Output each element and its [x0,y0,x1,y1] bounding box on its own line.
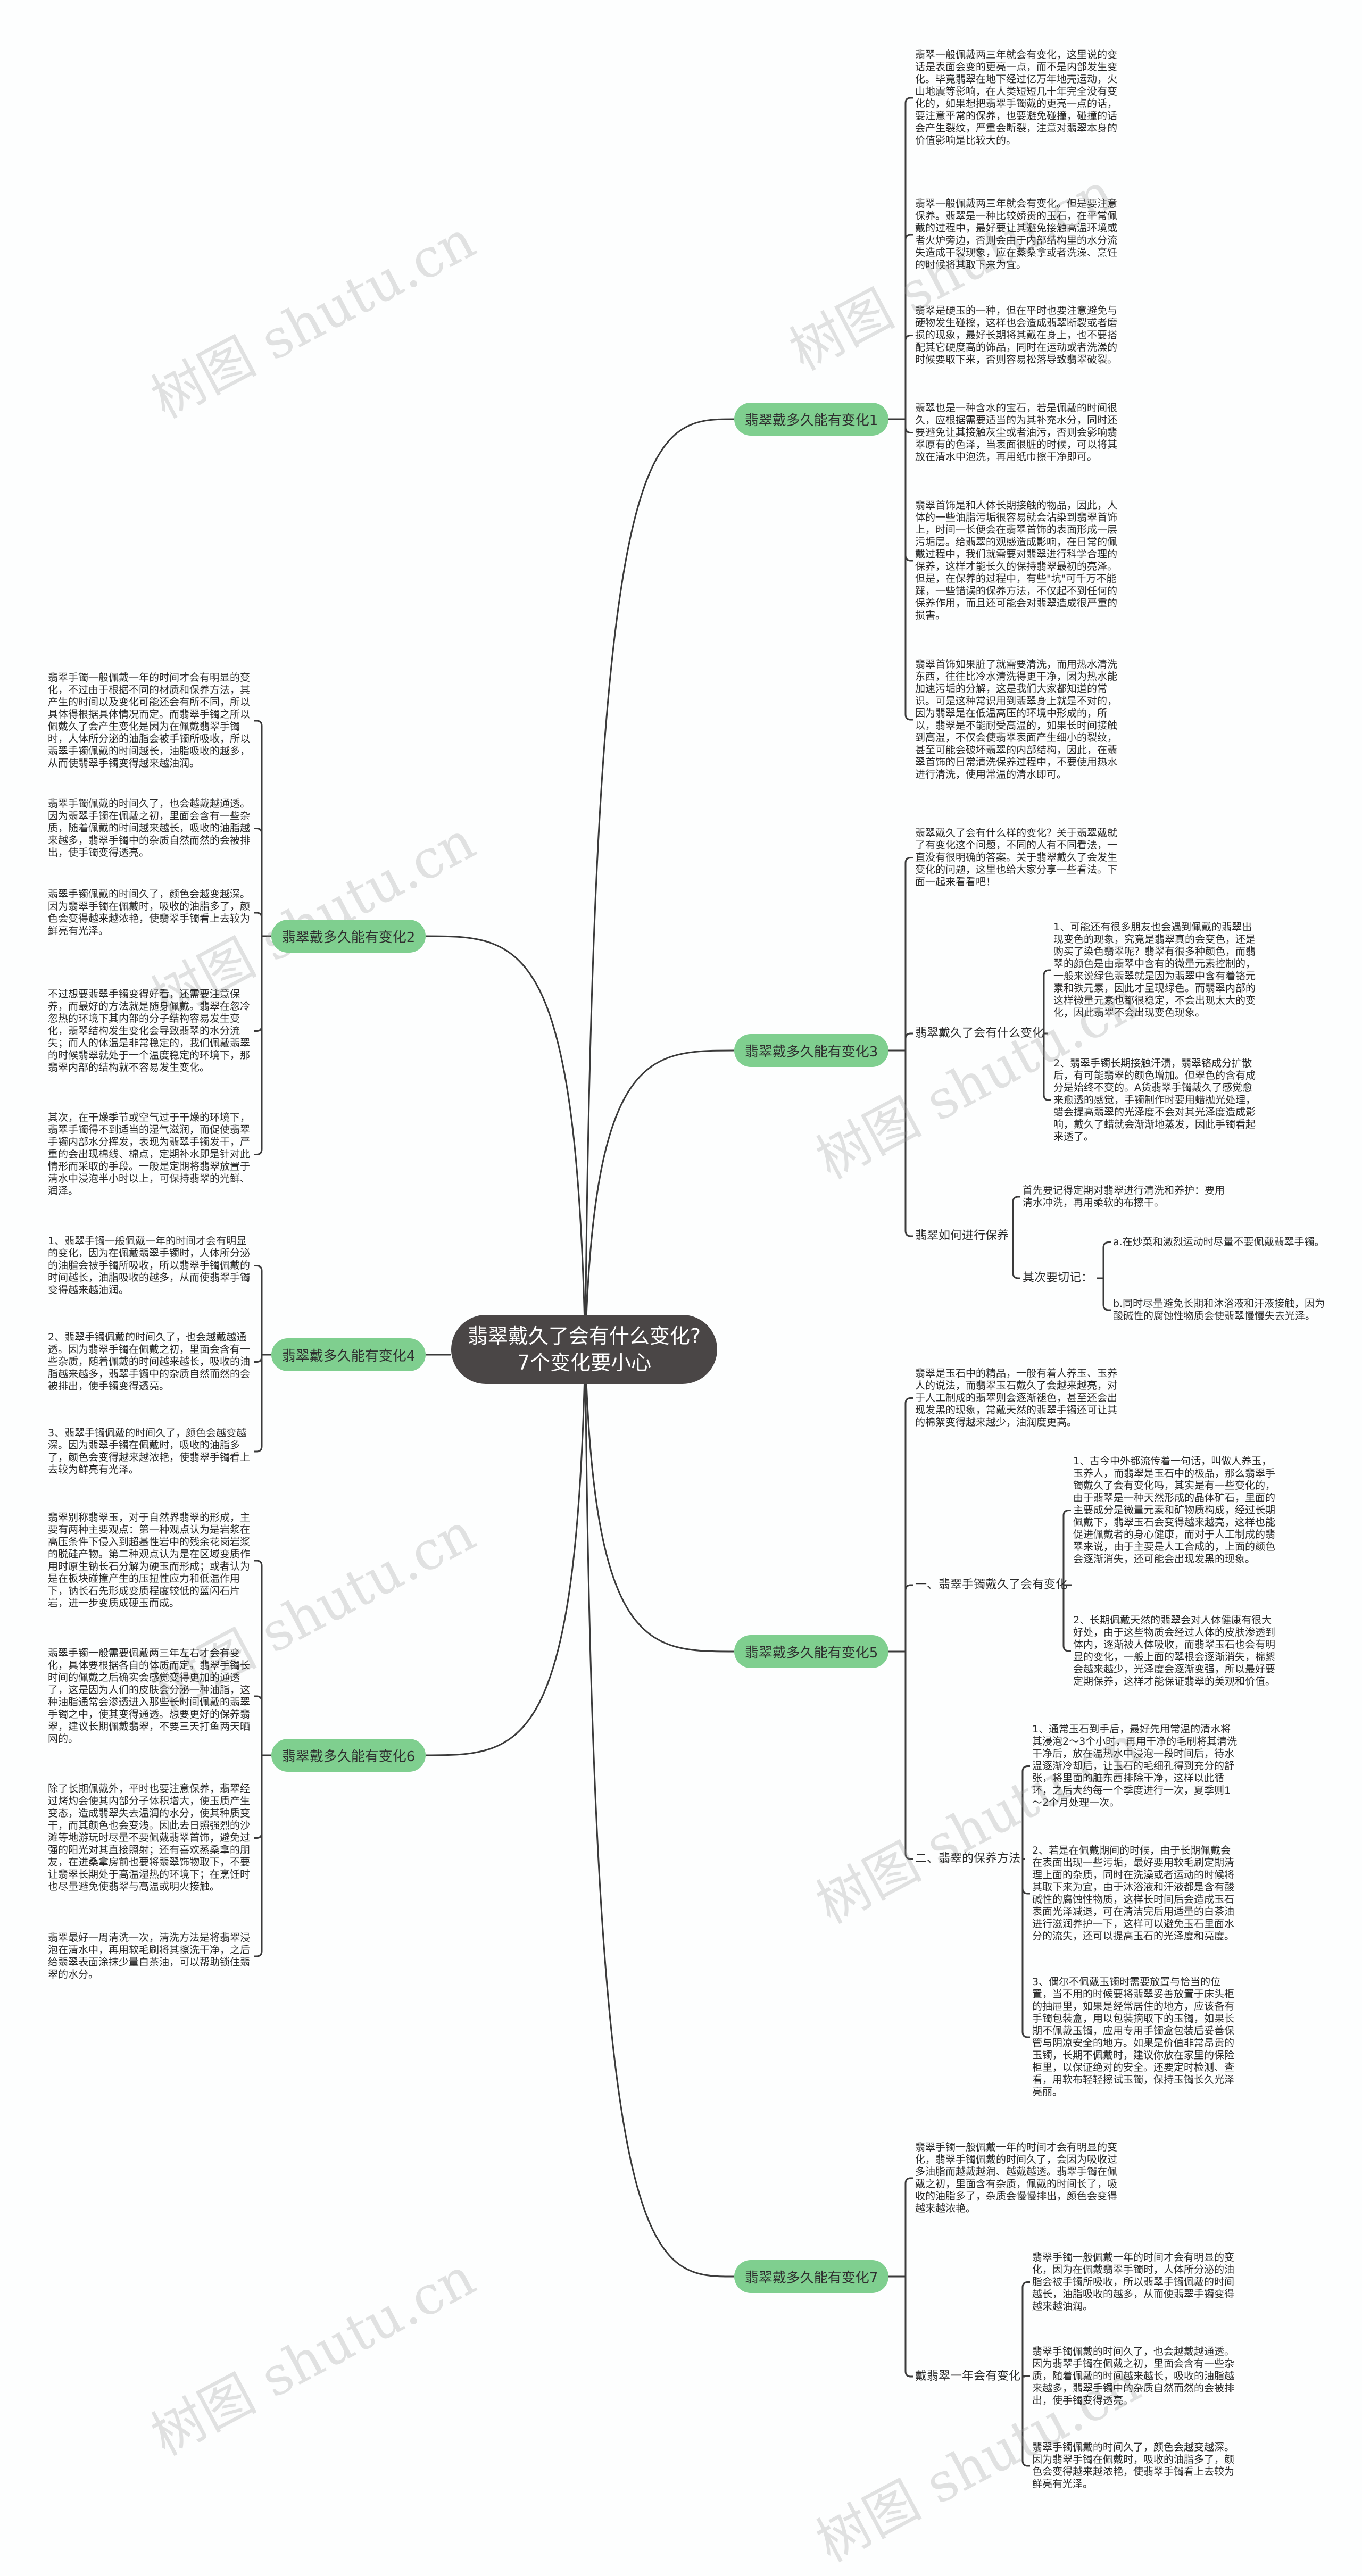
bracket-tick [254,1355,263,1453]
bracket-tick [1102,1241,1111,1278]
bracket-tick [1021,1859,1030,2038]
bracket-tick [1021,2377,1030,2467]
topic-text[interactable]: 翡翠戴久了会有什么样的变化？关于翡翠戴就了有变化这个问题，不同的人有不同看法，一… [915,827,1118,888]
subtopic-label[interactable]: 二、翡翠的保养方法 [915,1852,1021,1865]
topic-text[interactable]: 除了长期佩戴外，平时也要注意保养，翡翠经过烤灼会使其内部分子体积增大，使玉质产生… [48,1783,251,1893]
bracket-tick [904,419,913,433]
bracket-tick [1021,2281,1030,2377]
topic-text[interactable]: 其次，在干燥季节或空气过于干燥的环境下，翡翠手镯得不到适当的湿气滋润，而促使翡翠… [48,1112,251,1197]
subtopic-label[interactable]: 戴翡翠一年会有变化 [915,2370,1021,2383]
topic-text[interactable]: 翡翠一般佩戴两三年就会有变化。但是要注意保养。翡翠是一种比较娇贵的玉石，在平常佩… [915,198,1118,271]
bracket-tick [904,234,913,419]
bracket-tick [254,1755,263,1839]
bracket-tick [1043,1033,1051,1101]
topic-text[interactable]: 1、翡翠手镯一般佩戴一年的时间才会有明显的变化，因为在佩戴翡翠手镯时，人体所分泌… [48,1235,251,1296]
bracket-tick [254,1560,263,1755]
topic-text[interactable]: b.同时尽量避免长期和沐浴液和汗液接触，因为酸碱性的腐蚀性物质会使翡翠慢慢失去光… [1113,1298,1325,1322]
center-link [584,1349,735,2278]
bracket-tick [904,419,913,562]
topic-text[interactable]: 翡翠别称翡翠玉，对于自然界翡翠的形成，主要有两种主要观点：第一种观点认为是岩浆在… [48,1512,251,1609]
branch-topic-1[interactable]: 翡翠戴多久能有变化1 [734,403,888,436]
topic-text[interactable]: 翡翠手镯一般需要佩戴两三年左右才会有变化，具体要根据各自的体质而定。翡翠手镯长时… [48,1647,251,1745]
branch-topic-7[interactable]: 翡翠戴多久能有变化7 [734,2260,888,2293]
center-link [584,418,735,1350]
center-link [425,1349,586,1756]
topic-text[interactable]: 翡翠一般佩戴两三年就会有变化，这里说的变话是表面会变的更亮一点，而不是内部发生变… [915,49,1118,146]
bracket-tick [254,1695,263,1755]
bracket-tick [254,1755,263,1957]
branch-topic-4[interactable]: 翡翠戴多久能有变化4 [271,1338,426,1371]
bracket-tick [904,1397,913,1652]
central-topic-line2: 7个变化要小心 [517,1351,652,1374]
topic-text[interactable]: a.在炒菜和激烈运动时尽量不要佩戴翡翠手镯。 [1113,1236,1325,1248]
bracket-tick [904,335,913,419]
bracket-tick [904,2177,913,2277]
bracket-tick [904,1051,913,1237]
topic-text[interactable]: 2、若是在佩戴期间的时候，由于长期佩戴会在表面出现一些污垢，最好要用软毛刷定期清… [1032,1845,1235,1942]
subtopic-label[interactable]: 翡翠如何进行保养 [915,1229,1009,1243]
bracket-tick [1012,1236,1020,1279]
topic-text[interactable]: 翡翠首饰是和人体长期接触的物品，因此，人体的一些油脂污垢很容易就会沾染到翡翠首饰… [915,499,1118,621]
bracket-tick [1102,1278,1111,1311]
topic-text[interactable]: 3、偶尔不佩戴玉镯时需要放置与恰当的位置，当不用的时候要将翡翠妥善放置于床头柜的… [1032,1976,1235,2098]
topic-text[interactable]: 翡翠手镯佩戴的时间久了，颜色会越变越深。因为翡翠手镯在佩戴时，吸收的油脂多了，颜… [1032,2441,1235,2490]
bracket-tick [254,720,263,936]
central-topic[interactable]: 翡翠戴久了会有什么变化? 7个变化要小心 [451,1315,717,1384]
topic-text[interactable]: 翡翠手镯佩戴的时间久了，也会越戴越通透。因为翡翠手镯在佩戴之初，里面会含有一些杂… [48,798,251,858]
topic-text[interactable]: 翡翠首饰如果脏了就需要清洗，而用热水清洗东西，往往比冷水清洗得更干净，因为热水能… [915,658,1118,780]
topic-text[interactable]: 翡翠手镯佩戴的时间久了，也会越戴越通透。因为翡翠手镯在佩戴之初，里面会含有一些杂… [1032,2346,1235,2406]
topic-text[interactable]: 首先要记得定期对翡翠进行清洗和养护：要用清水冲洗，再用柔软的布擦干。 [1023,1185,1225,1208]
topic-text[interactable]: 翡翠最好一周清洗一次，清洗方法是将翡翠浸泡在清水中，再用软毛刷将其擦洗干净，之后… [48,1932,251,1980]
bracket-tick [1043,969,1051,1033]
subtopic-label[interactable]: 其次要切记： [1023,1271,1093,1285]
bracket-tick [1012,1196,1020,1236]
topic-text[interactable]: 2、翡翠手镯长期接触汗渍，翡翠铬成分扩散后，有可能翡翠的颜色增加。但翠色的含有成… [1053,1057,1256,1143]
bracket-tick [904,2277,913,2378]
bracket-tick [254,936,263,1032]
bracket-tick [1062,1585,1071,1652]
bracket-tick [254,1355,263,1363]
subtopic-label[interactable]: 一、翡翠手镯戴久了会有变化 [915,1578,1068,1591]
topic-text[interactable]: 1、古今中外都流传着一句话，叫做人养玉，玉养人，而翡翠是玉石中的极品，那么翡翠手… [1073,1455,1276,1565]
topic-text[interactable]: 翡翠是硬玉的一种，但在平时也要注意避免与硬物发生碰擦，这样也会造成翡翠断裂或者磨… [915,305,1118,365]
branch-topic-5[interactable]: 翡翠戴多久能有变化5 [734,1635,888,1668]
bracket-tick [254,936,263,1155]
bracket-tick [904,1584,913,1652]
bracket-tick [904,419,913,721]
center-link [584,1349,735,1653]
branch-topic-2[interactable]: 翡翠戴多久能有变化2 [271,920,426,953]
topic-text[interactable]: 3、翡翠手镯佩戴的时间久了，颜色会越变越深。因为翡翠手镯在佩戴时，吸收的油脂多了… [48,1427,251,1475]
bracket-tick [904,1652,913,1860]
topic-text[interactable]: 1、通常玉石到手后，最好先用常温的清水将其浸泡2～3个小时，再用干净的毛刷将其清… [1032,1723,1238,1808]
bracket-tick [904,1032,913,1051]
bracket-tick [254,912,263,936]
topic-text[interactable]: 1、可能还有很多朋友也会遇到佩戴的翡翠出现变色的现象，究竟是翡翠真的会变色，还是… [1053,921,1256,1019]
topic-text[interactable]: 翡翠也是一种含水的宝石，若是佩戴的时间很久，应根据需要适当的为其补充水分，同时还… [915,402,1118,463]
bracket-tick [1062,1510,1071,1585]
topic-text[interactable]: 翡翠手镯一般佩戴一年的时间才会有明显的变化，因为在佩戴翡翠手镯时，人体所分泌的油… [1032,2252,1235,2312]
bracket-tick [254,828,263,936]
bracket-tick [904,857,913,1051]
central-topic-line1: 翡翠戴久了会有什么变化? [467,1324,701,1348]
topic-text[interactable]: 翡翠是玉石中的精品，一般有着人养玉、玉养人的说法，而翡翠玉石戴久了会越来越亮，对… [915,1368,1118,1428]
branch-topic-3[interactable]: 翡翠戴多久能有变化3 [734,1034,888,1067]
center-link [425,935,586,1350]
topic-text[interactable]: 2、翡翠手镯佩戴的时间久了，也会越戴越通透。因为翡翠手镯在佩戴之初，里面会含有一… [48,1331,251,1392]
topic-text[interactable]: 翡翠手镯佩戴的时间久了，颜色会越变越深。因为翡翠手镯在佩戴时，吸收的油脂多了，颜… [48,888,251,937]
subtopic-label[interactable]: 翡翠戴久了会有什么变化 [915,1027,1044,1040]
bracket-tick [1021,1859,1030,1895]
bracket-tick [254,1265,263,1355]
topic-text[interactable]: 翡翠手镯一般佩戴一年的时间才会有明显的变化，翡翠手镯佩戴的时间久了，会因为吸收过… [915,2141,1118,2214]
center-link [584,1049,735,1350]
branch-topic-6[interactable]: 翡翠戴多久能有变化6 [271,1739,426,1772]
topic-text[interactable]: 翡翠手镯一般佩戴一年的时间才会有明显的变化，不过由于根据不同的材质和保养方法，其… [48,672,251,769]
bracket-tick [1021,1765,1030,1859]
topic-text[interactable]: 不过想要翡翠手镯变得好看，还需要注意保养，而最好的方法就是随身佩戴。翡翠在忽冷忽… [48,988,251,1073]
topic-text[interactable]: 2、长期佩戴天然的翡翠会对人体健康有很大好处，由于这些物质会经过人体的皮肤渗透到… [1073,1614,1276,1687]
bracket-tick [904,97,913,419]
